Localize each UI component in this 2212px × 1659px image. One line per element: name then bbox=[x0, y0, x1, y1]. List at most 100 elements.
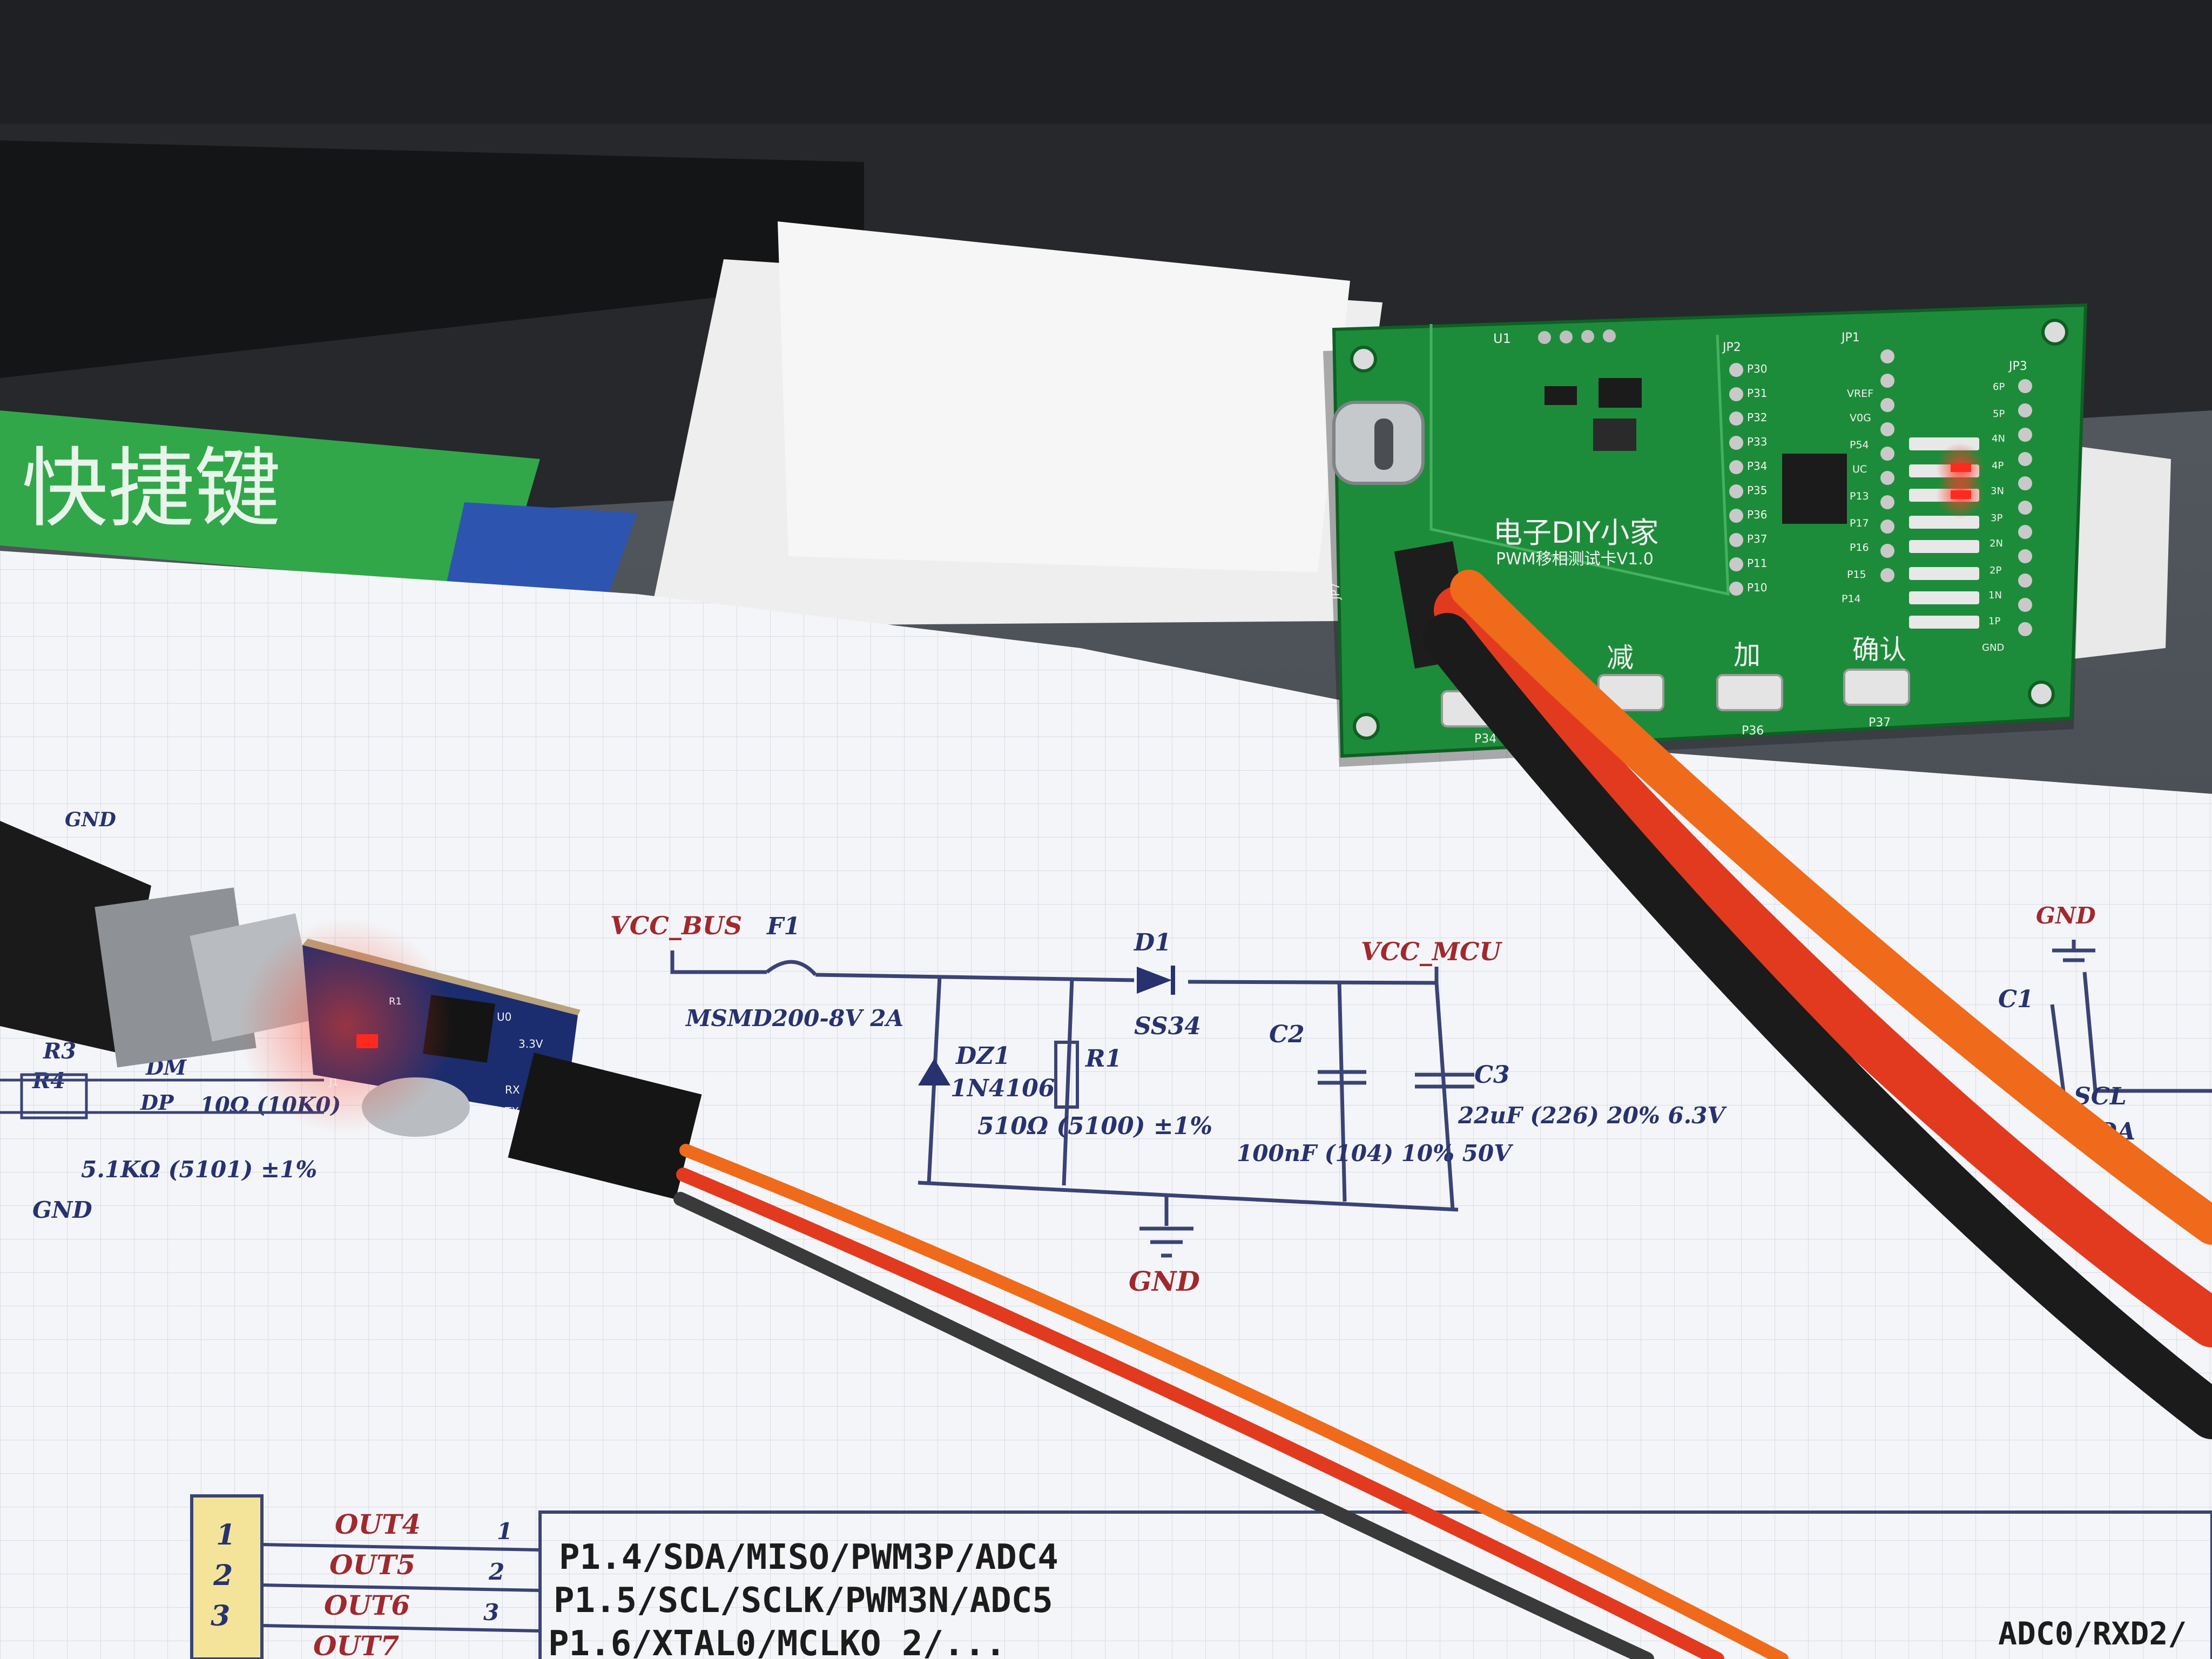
svg-text:2: 2 bbox=[213, 1559, 233, 1592]
svg-text:3: 3 bbox=[483, 1599, 499, 1626]
dz1-value: 1N4106 bbox=[950, 1075, 1055, 1102]
svg-text:P10: P10 bbox=[1747, 581, 1768, 594]
svg-text:4N: 4N bbox=[1992, 433, 2005, 444]
usb-33v: 3.3V bbox=[518, 1037, 543, 1050]
button-minus-label: 减 bbox=[1607, 642, 1634, 673]
pcb-board bbox=[1332, 303, 2088, 758]
pcb-led-rows bbox=[1909, 437, 1979, 629]
pcb-u1-label: U1 bbox=[1493, 331, 1511, 346]
svg-text:P34: P34 bbox=[1747, 460, 1768, 473]
svg-text:P1.5/SCL/SCLK/PWM3N/ADC5: P1.5/SCL/SCLK/PWM3N/ADC5 bbox=[554, 1581, 1053, 1621]
pcb-mid-pin-labels: VREF V0G P54 UC P13 P17 P16 P15 P14 bbox=[1842, 388, 1873, 605]
svg-text:P13: P13 bbox=[1850, 490, 1869, 502]
pcb-header-u1 bbox=[1538, 329, 1616, 344]
svg-text:3: 3 bbox=[211, 1600, 230, 1633]
led-4p-core bbox=[1951, 463, 1971, 472]
svg-text:P36: P36 bbox=[1747, 508, 1768, 521]
r1-value: 510Ω (5100) ±1% bbox=[977, 1112, 1212, 1140]
pcb-wire-bundle bbox=[1423, 570, 2212, 1439]
laptop-edge bbox=[0, 0, 2212, 124]
d1-value: SS34 bbox=[1134, 1013, 1201, 1040]
connector-numbers: 1 2 3 bbox=[211, 1519, 235, 1633]
svg-text:P37: P37 bbox=[1747, 532, 1768, 545]
button-p37-label: P37 bbox=[1869, 716, 1891, 730]
chip-diode bbox=[1599, 378, 1642, 408]
book-blue-block bbox=[443, 502, 637, 605]
gnd-top-left: GND bbox=[65, 808, 116, 831]
button-confirm[interactable] bbox=[1843, 669, 1910, 706]
chip-main bbox=[1782, 454, 1847, 524]
svg-text:P54: P54 bbox=[1850, 439, 1869, 451]
c3-label: C3 bbox=[1474, 1061, 1510, 1089]
usb-r1: R1 bbox=[389, 996, 402, 1007]
pcb-jp2-label: JP2 bbox=[1722, 341, 1741, 354]
usb-dupont-connector bbox=[508, 1053, 702, 1199]
resistor-r1 bbox=[1054, 1041, 1079, 1109]
svg-text:P17: P17 bbox=[1850, 517, 1869, 529]
usb-led-core bbox=[356, 1034, 378, 1048]
button-confirm-label: 确认 bbox=[1852, 634, 1906, 665]
usb-tx: TX bbox=[504, 1105, 519, 1118]
connector-block bbox=[190, 1494, 264, 1659]
svg-text:UC: UC bbox=[1852, 463, 1867, 475]
svg-text:1: 1 bbox=[497, 1518, 512, 1545]
svg-text:P30: P30 bbox=[1747, 362, 1768, 375]
d1-label: D1 bbox=[1133, 929, 1171, 956]
svg-text:3P: 3P bbox=[1991, 512, 2002, 524]
svg-text:P1.4/SDA/MISO/PWM3P/ADC4: P1.4/SDA/MISO/PWM3P/ADC4 bbox=[559, 1537, 1058, 1577]
pcb-holes bbox=[1350, 319, 2068, 740]
svg-text:5P: 5P bbox=[1993, 408, 2005, 420]
gnd-left-label: GND bbox=[32, 1197, 92, 1223]
out-labels: OUT4 OUT5 OUT6 OUT7 bbox=[313, 1508, 421, 1659]
out-wires bbox=[261, 1543, 541, 1633]
svg-text:3N: 3N bbox=[1991, 485, 2004, 497]
usb-led-glow bbox=[238, 918, 454, 1134]
mcu-block bbox=[538, 1510, 2212, 1659]
c1-label: C1 bbox=[1998, 986, 2034, 1013]
vcc-bus-label: VCC_BUS bbox=[610, 911, 742, 940]
diode-d1 bbox=[1137, 967, 1172, 994]
usb-rx: RX bbox=[505, 1083, 520, 1096]
svg-text:P14: P14 bbox=[1842, 593, 1861, 605]
pcb-left-header bbox=[1729, 363, 1743, 596]
button-plus[interactable] bbox=[1716, 674, 1783, 711]
tissue-paper-fold bbox=[778, 221, 1350, 572]
book-green-band bbox=[0, 410, 540, 589]
usb-c-slot bbox=[1374, 419, 1393, 470]
pcb-title: 电子DIY小家 bbox=[1493, 516, 1659, 550]
chip-reg bbox=[1593, 419, 1636, 451]
svg-text:P15: P15 bbox=[1847, 569, 1866, 581]
usb-u0: U0 bbox=[497, 1010, 511, 1023]
svg-text:OUT7: OUT7 bbox=[313, 1630, 399, 1659]
svg-text:OUT6: OUT6 bbox=[324, 1589, 410, 1621]
f1-label: F1 bbox=[766, 913, 800, 940]
svg-text:6P: 6P bbox=[1993, 381, 2005, 393]
zener-dz1 bbox=[918, 1058, 950, 1085]
bottom-right-text: ADC0/RXD2/ bbox=[1998, 1615, 2187, 1652]
pin-numbers: 1 2 3 bbox=[483, 1518, 512, 1626]
r3-label: R3 bbox=[43, 1038, 76, 1064]
svg-text:P33: P33 bbox=[1747, 435, 1768, 448]
svg-text:VREF: VREF bbox=[1847, 388, 1873, 400]
tissue-right bbox=[2052, 443, 2171, 659]
gnd-right-label: GND bbox=[2036, 902, 2096, 929]
pcb-jp1-label: JP1 bbox=[1840, 331, 1860, 345]
vcc-mcu-label: VCC_MCU bbox=[1361, 937, 1502, 966]
pcb-outline-trace bbox=[1429, 324, 1730, 596]
pcb-mid-header bbox=[1880, 349, 1894, 582]
book-text: 快捷键 bbox=[22, 438, 281, 539]
svg-text:1N: 1N bbox=[1988, 590, 2002, 601]
c2-value: 100nF (104) 10% 50V bbox=[1237, 1140, 1514, 1166]
svg-text:2N: 2N bbox=[1990, 538, 2003, 549]
button-plus-label: 加 bbox=[1734, 639, 1761, 671]
svg-text:OUT4: OUT4 bbox=[335, 1508, 421, 1540]
pcb-left-pin-labels: P30 P31 P32 P33 P34 P35 P36 P37 P11 P10 bbox=[1747, 362, 1768, 594]
usb-wire-bundle bbox=[673, 1144, 1789, 1659]
svg-text:P31: P31 bbox=[1747, 387, 1768, 400]
dz1-label: DZ1 bbox=[955, 1042, 1010, 1070]
r-51k-value: 5.1KΩ (5101) ±1% bbox=[81, 1156, 317, 1183]
svg-text:2: 2 bbox=[488, 1559, 504, 1585]
button-p36-label: P36 bbox=[1742, 724, 1764, 738]
svg-text:GND: GND bbox=[1982, 642, 2004, 653]
